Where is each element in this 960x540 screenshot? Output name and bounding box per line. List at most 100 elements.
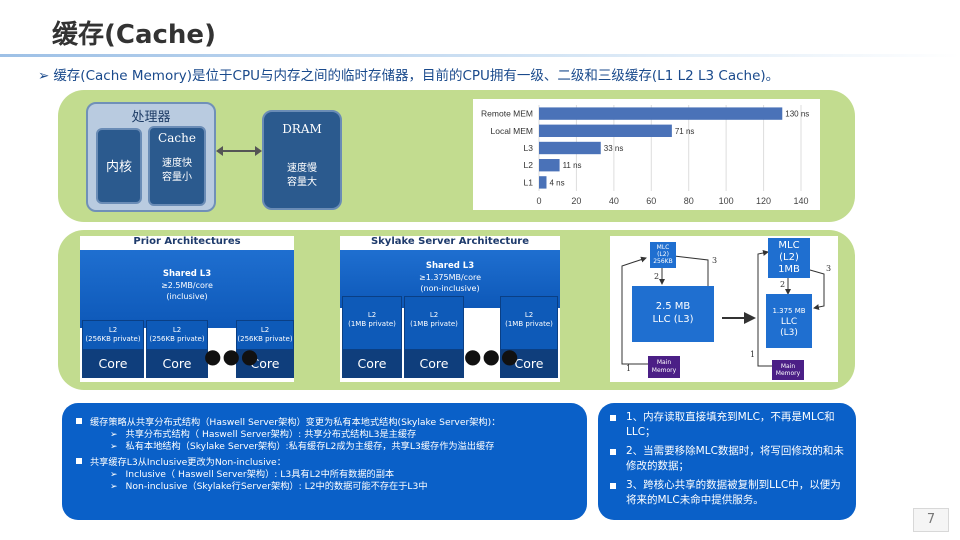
l2-label: L2: [260, 326, 270, 334]
skylake-core-1: Core: [342, 350, 402, 378]
right-mlc-l2: (L2): [779, 252, 799, 263]
bullet-2: 共享缓存L3从Inclusive更改为Non-inclusive：: [76, 457, 577, 469]
note-1: 1、内存读取直接填充到MLC，不再是MLC和LLC；: [610, 410, 848, 440]
title-divider: [0, 54, 960, 57]
bullet-1-sub-1-text: 共享分布式结构（ Haswell Server架构）: 共享分布式结构L3是主缓…: [125, 429, 417, 440]
right-mlc-l3: 1MB: [778, 264, 800, 275]
x-tick-label: 20: [571, 196, 581, 206]
x-tick-label: 0: [536, 196, 541, 206]
prior-l3: Shared L3 ≥2.5MB/core (inclusive): [80, 250, 294, 328]
category-label: Local MEM: [490, 126, 533, 136]
l2-size: (256KB private): [85, 335, 141, 343]
left-mlc-l3: 256KB: [653, 258, 673, 265]
prior-core-3: Core: [236, 350, 294, 378]
bullet-2-sub-2: ➢ Non-inclusive（Skylake行Server架构）: L2中的数据…: [76, 481, 577, 493]
category-label: L3: [524, 143, 534, 153]
chevron-right-icon: ➢: [38, 68, 50, 84]
bullet-1-sub-2-text: 私有本地结构（Skylake Server架构）:私有缓存L2成为主缓存，共享L…: [125, 441, 495, 452]
latency-bar: [539, 141, 601, 155]
prior-architecture: Prior Architectures Shared L3 ≥2.5MB/cor…: [80, 236, 294, 382]
data-label: 11 ns: [563, 161, 582, 170]
step-1-left: 1: [626, 364, 632, 373]
bullet-square-icon: [610, 449, 616, 455]
skylake-l2-3: L2(1MB private): [500, 296, 558, 350]
prior-l3-title: Shared L3: [162, 269, 212, 279]
x-tick-label: 40: [609, 196, 619, 206]
l2-label: L2: [429, 311, 439, 319]
skylake-l2-1: L2(1MB private): [342, 296, 402, 350]
bullet-2-text: 共享缓存L3从Inclusive更改为Non-inclusive：: [90, 457, 286, 468]
data-label: 130 ns: [785, 110, 809, 119]
prior-core-1: Core: [82, 350, 144, 378]
category-label: L2: [524, 160, 534, 170]
note-3-text: 3、跨核心共享的数据被复制到LLC中，以便为将来的MLC未命中提供服务。: [626, 479, 841, 506]
left-mem-l2: Memory: [651, 367, 677, 374]
bullet-1-text: 缓存策略从共享分布式结构（Haswell Server架构）变更为私有本地式结构…: [90, 417, 501, 428]
dram-desc-2: 容量大: [287, 177, 317, 188]
intro-text-content: 缓存(Cache Memory)是位于CPU与内存之间的临时存储器，目前的CPU…: [53, 68, 780, 84]
step-3-left: 3: [712, 256, 718, 265]
x-tick-label: 140: [793, 196, 808, 206]
arrow-1-left: [621, 256, 648, 365]
skylake-core-3: Core: [500, 350, 558, 378]
skylake-title: Skylake Server Architecture: [370, 236, 530, 247]
right-mem-l2: Memory: [775, 370, 801, 377]
x-tick-label: 120: [756, 196, 771, 206]
chevron-icon: ➢: [110, 482, 118, 492]
l2-size: (1MB private): [505, 320, 553, 328]
cache-desc-1: 速度快: [162, 158, 192, 169]
right-llc-l1: 1.375 MB: [772, 307, 806, 315]
category-label: L1: [524, 177, 534, 187]
bullet-square-icon: [76, 458, 82, 464]
note-3: 3、跨核心共享的数据被复制到LLC中，以便为将来的MLC未命中提供服务。: [610, 478, 848, 508]
cache-box: Cache 速度快 容量小: [148, 126, 206, 206]
prior-l2-2: L2(256KB private): [146, 320, 208, 350]
l2-size: (256KB private): [237, 335, 293, 343]
left-mlc-l2: (L2): [657, 251, 669, 258]
slide-title: 缓存(Cache): [52, 20, 216, 50]
right-mlc-l1: MLC: [778, 240, 800, 251]
dram-box: DRAM 速度慢 容量大: [262, 110, 342, 210]
left-mlc-l1: MLC: [656, 244, 670, 251]
cache-title: Cache: [158, 131, 196, 145]
note-2-text: 2、当需要移除MLC数据时，将写回修改的和未修改的数据；: [626, 445, 844, 472]
step-2-left: 2: [654, 272, 660, 281]
cache-desc-2: 容量小: [162, 172, 192, 183]
data-label: 71 ns: [675, 127, 695, 136]
latency-bar: [539, 124, 672, 137]
right-llc-l3: (L3): [780, 328, 798, 338]
bullet-square-icon: [610, 415, 616, 421]
latency-bar: [539, 107, 783, 120]
chevron-icon: ➢: [110, 430, 118, 440]
skylake-l3-mode: (non-inclusive): [420, 284, 480, 293]
strategy-panel: 缓存策略从共享分布式结构（Haswell Server架构）变更为私有本地式结构…: [62, 403, 587, 520]
step-2-right: 2: [780, 280, 786, 289]
bullet-2-sub-2-text: Non-inclusive（Skylake行Server架构）: L2中的数据可…: [125, 481, 428, 492]
dram-title: DRAM: [282, 122, 322, 136]
mlc-notes-panel: 1、内存读取直接填充到MLC，不再是MLC和LLC； 2、当需要移除MLC数据时…: [598, 403, 856, 520]
ellipsis-icon: ●●●: [464, 344, 520, 368]
l2-size: (1MB private): [410, 320, 458, 328]
left-llc-l2: LLC (L3): [652, 314, 694, 325]
arrow-3-right: [809, 269, 825, 310]
skylake-l3-size: ≥1.375MB/core: [418, 273, 482, 282]
skylake-architecture: Skylake Server Architecture Shared L3 ≥1…: [340, 236, 560, 382]
bullet-1-sub-2: ➢私有本地结构（Skylake Server架构）:私有缓存L2成为主缓存，共享…: [76, 441, 577, 453]
right-mem-l1: Main: [780, 363, 796, 370]
left-mlc-box: MLC(L2)256KB: [650, 242, 676, 268]
ellipsis-icon: ●●●: [204, 344, 260, 368]
x-tick-label: 100: [719, 196, 734, 206]
bullet-2-sub-1-text: Inclusive（ Haswell Server架构）: L3具有L2中所有数…: [125, 469, 395, 480]
prior-l2-3: L2(256KB private): [236, 320, 294, 350]
l2-label: L2: [524, 311, 534, 319]
l2-size: (1MB private): [348, 320, 396, 328]
dram-desc-1: 速度慢: [287, 163, 317, 174]
note-2: 2、当需要移除MLC数据时，将写回修改的和未修改的数据；: [610, 444, 848, 474]
data-label: 4 ns: [549, 178, 564, 187]
bullet-square-icon: [76, 418, 82, 424]
